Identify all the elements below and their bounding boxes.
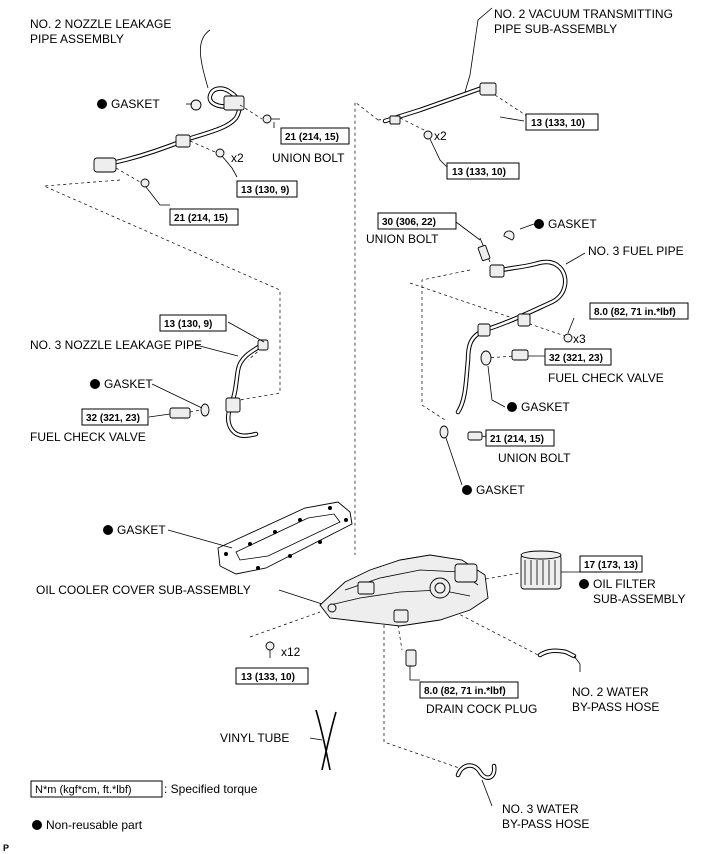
label-x12: x12: [281, 645, 301, 659]
label-oil-cooler-cover: OIL COOLER COVER SUB-ASSEMBLY: [36, 583, 251, 597]
label-oil-filter-line1: OIL FILTER: [593, 577, 656, 591]
nozzle-leakage-pipe-2: [93, 29, 280, 188]
torque-union-bolt-1: 21 (214, 15): [285, 132, 339, 143]
torque-8-82-71-a: 8.0 (82, 71 in.*lbf): [594, 307, 676, 318]
label-x2-right: x2: [434, 129, 447, 143]
non-reusable-marker: [507, 402, 517, 412]
label-union-bolt-1: UNION BOLT: [272, 151, 345, 165]
label-fuel-check-valve-2: FUEL CHECK VALVE: [30, 430, 146, 444]
torque-32-321-23-b: 32 (321, 23): [86, 413, 140, 424]
label-x3: x3: [573, 332, 586, 346]
label-nozzle-2-line2: PIPE ASSEMBLY: [30, 32, 124, 46]
oil-cooler-gasket: [217, 501, 353, 575]
torque-13-130-9-a: 13 (130, 9): [241, 185, 289, 196]
non-reusable-marker: [32, 820, 42, 830]
torque-32-321-23-a: 32 (321, 23): [549, 353, 603, 364]
label-water-hose-3-line1: NO. 3 WATER: [502, 802, 579, 816]
non-reusable-marker: [90, 379, 100, 389]
label-vacuum-line2: PIPE SUB-ASSEMBLY: [494, 22, 617, 36]
torque-21-214-15-b: 21 (214, 15): [490, 434, 544, 445]
label-vacuum-line1: NO. 2 VACUUM TRANSMITTING: [494, 7, 673, 21]
legend-torque-box: N*m (kgf*cm, ft.*lbf): [35, 784, 132, 796]
fuel-pipe-3: [439, 230, 573, 441]
label-fuel-pipe-3: NO. 3 FUEL PIPE: [588, 244, 684, 258]
legend-non-reusable: Non-reusable part: [46, 818, 143, 832]
label-fuel-check-valve-1: FUEL CHECK VALVE: [548, 371, 664, 385]
label-gasket-1: GASKET: [111, 97, 160, 111]
label-union-bolt-3: UNION BOLT: [498, 451, 571, 465]
non-reusable-marker: [462, 485, 472, 495]
dashed-guides: [43, 94, 566, 771]
label-gasket-2: GASKET: [548, 217, 597, 231]
label-x2-left: x2: [231, 151, 244, 165]
legend: N*m (kgf*cm, ft.*lbf) : Specified torque…: [3, 780, 258, 853]
oil-filter: [520, 550, 562, 590]
non-reusable-marker: [97, 99, 107, 109]
torque-8-82-71-b: 8.0 (82, 71 in.*lbf): [424, 686, 506, 697]
non-reusable-marker: [534, 219, 544, 229]
torque-13-130-9-b: 13 (130, 9): [164, 319, 212, 330]
label-union-bolt-2: UNION BOLT: [366, 232, 439, 246]
water-hose-2: [537, 648, 577, 659]
torque-30-306-22: 30 (306, 22): [382, 217, 436, 228]
legend-torque-desc: : Specified torque: [164, 782, 258, 796]
label-drain-cock-plug: DRAIN COCK PLUG: [426, 702, 537, 716]
label-water-hose-2-line2: BY-PASS HOSE: [572, 700, 659, 714]
label-gasket-5: GASKET: [104, 377, 153, 391]
label-water-hose-3-line2: BY-PASS HOSE: [502, 817, 589, 831]
label-gasket-6: GASKET: [117, 523, 166, 537]
label-oil-filter-line2: SUB-ASSEMBLY: [593, 592, 685, 606]
torque-17-173-13: 17 (173, 13): [584, 560, 638, 571]
drain-cock-plug: [405, 649, 417, 667]
torque-13-133-10-b: 13 (133, 10): [531, 118, 585, 129]
torque-13-133-10-a: 13 (133, 10): [452, 167, 506, 178]
label-vinyl-tube: VINYL TUBE: [220, 731, 289, 745]
torque-21-214-15-a: 21 (214, 15): [174, 213, 228, 224]
non-reusable-marker: [103, 525, 113, 535]
labels: NO. 2 NOZZLE LEAKAGE PIPE ASSEMBLY GASKE…: [30, 7, 689, 831]
label-gasket-3: GASKET: [521, 400, 570, 414]
vinyl-tube: [315, 709, 337, 771]
page-mark: P: [3, 843, 9, 853]
oil-cooler-cover: [265, 554, 489, 658]
water-hose-3: [455, 763, 497, 780]
label-nozzle-3: NO. 3 NOZZLE LEAKAGE PIPE: [30, 338, 202, 352]
label-gasket-4: GASKET: [476, 483, 525, 497]
torque-13-133-10-c: 13 (133, 10): [241, 672, 295, 683]
leader-lines: [145, 103, 586, 807]
label-nozzle-2-line1: NO. 2 NOZZLE LEAKAGE: [30, 17, 171, 31]
label-water-hose-2-line1: NO. 2 WATER: [572, 685, 649, 699]
nozzle-leakage-pipe-3: [169, 339, 269, 438]
non-reusable-marker: [579, 579, 589, 589]
